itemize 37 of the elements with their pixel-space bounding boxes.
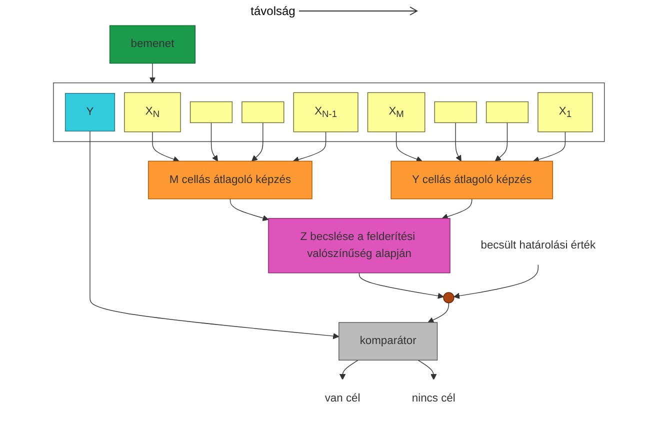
node-box: bemenet: [109, 25, 196, 64]
node-box: Y cellás átlagoló képzés: [390, 160, 553, 200]
node-box: X$_{1}$: [538, 92, 593, 132]
arrow: [418, 360, 437, 380]
node-box: [190, 101, 233, 124]
arrow: [396, 131, 422, 162]
arrow: [454, 264, 539, 299]
node-box: [434, 101, 477, 124]
arrow: [152, 131, 180, 162]
arrow: [455, 122, 462, 162]
node-box: X$_{N-1}$: [293, 92, 358, 132]
arrow: [149, 62, 156, 84]
node-box: [242, 101, 284, 124]
node-box: [486, 101, 529, 124]
node-box: M cellás átlagoló képzés: [148, 160, 312, 200]
arrow: [494, 122, 508, 162]
node-circle: [443, 292, 454, 304]
arrow: [339, 360, 358, 380]
node-text: van cél: [324, 392, 360, 404]
node-box: X$_{M}$: [367, 92, 426, 132]
arrow: [442, 198, 472, 220]
arrow: [230, 198, 269, 222]
arrow: [251, 122, 264, 162]
node-text: nincs cél: [412, 392, 456, 404]
arrow: [533, 131, 566, 162]
arrow: [292, 131, 326, 163]
arrow: [428, 302, 450, 323]
node-box: X$_{N}$: [124, 92, 181, 132]
node-text: becsült határolási érték: [480, 239, 596, 252]
direction-label: távolság: [250, 4, 296, 18]
arrow: [90, 130, 340, 340]
node-box: komparátor: [338, 322, 438, 361]
node-box: Y: [64, 93, 115, 132]
arrow: [358, 272, 444, 299]
cluster: [53, 82, 605, 142]
node-box: Z becslése a felderítési valószínűség alapján: [268, 218, 450, 274]
arrow: [210, 122, 218, 162]
